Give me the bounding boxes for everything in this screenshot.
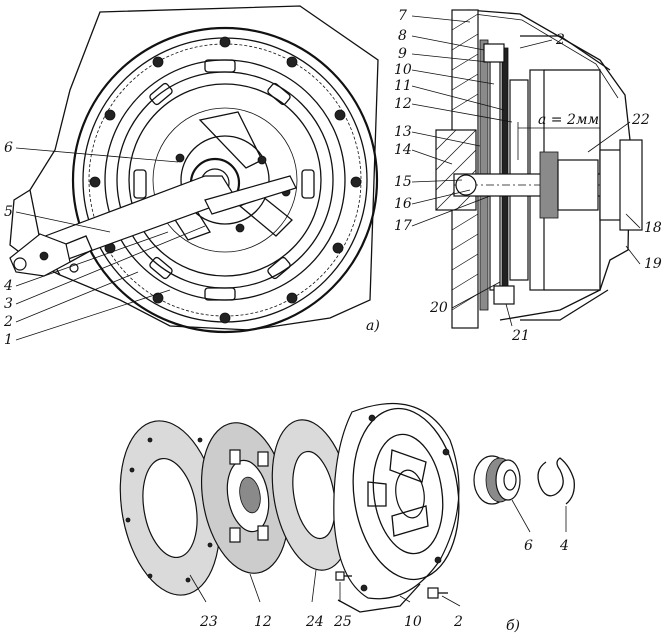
label-15: 15 <box>394 174 412 190</box>
release-bearing-6 <box>473 455 521 505</box>
label-23: 23 <box>199 614 218 630</box>
label-12: 12 <box>394 96 412 112</box>
friction-lining-23 <box>119 420 221 596</box>
label-17: 17 <box>394 218 412 234</box>
release-levers <box>169 111 293 241</box>
view-a-leaders <box>15 147 206 341</box>
label-5: 5 <box>4 204 13 220</box>
label-24: 24 <box>305 614 324 630</box>
label-25: 25 <box>333 614 352 630</box>
label-8: 8 <box>398 28 407 44</box>
cover-windows <box>133 59 315 301</box>
disc-ring <box>152 107 298 253</box>
linkage-lever <box>9 233 93 277</box>
label-2-b: 2 <box>453 614 463 630</box>
caption-b: б) <box>506 618 520 634</box>
label-14: 14 <box>394 142 412 158</box>
caption-a: а) <box>366 318 380 334</box>
label-16: 16 <box>394 196 412 212</box>
label-3: 3 <box>4 296 13 312</box>
release-fork <box>38 175 233 263</box>
view-b-exploded: 23 12 24 25 10 2 6 4 б) <box>119 402 575 634</box>
pressure-plate-cover-10 <box>333 402 460 613</box>
label-7: 7 <box>398 8 407 24</box>
friction-lining-24 <box>271 419 353 571</box>
driven-disc-12 <box>200 422 290 574</box>
view-a-front-view: 1 2 3 4 5 6 а) <box>3 5 380 348</box>
label-6-b: 6 <box>524 538 533 554</box>
label-4-b: 4 <box>559 538 569 554</box>
label-18: 18 <box>644 220 662 236</box>
label-1: 1 <box>4 332 13 348</box>
label-22: 22 <box>631 112 650 128</box>
bottom-bolt <box>493 285 515 305</box>
spring-pin-25 <box>335 571 352 581</box>
input-shaft <box>453 139 643 231</box>
label-2: 2 <box>3 314 13 330</box>
housing-outline <box>29 5 379 331</box>
spring-clip-4 <box>537 457 575 505</box>
hub-ring <box>180 135 270 225</box>
top-bolt <box>483 43 505 63</box>
label-2-section: 2 <box>555 32 565 48</box>
label-10-b: 10 <box>404 614 422 630</box>
label-6: 6 <box>4 140 13 156</box>
section-view: a = 2мм 7 8 9 10 11 12 13 14 <box>394 8 662 344</box>
flywheel-outer-ring <box>71 26 379 334</box>
label-12-b: 12 <box>254 614 272 630</box>
view-b-leaders <box>189 499 567 607</box>
section-leaders <box>411 15 641 327</box>
label-20: 20 <box>429 300 448 316</box>
label-21: 21 <box>511 328 530 344</box>
flywheel-section <box>435 9 479 329</box>
cover-inner-ring <box>128 83 322 277</box>
label-4: 4 <box>3 278 13 294</box>
bolt-2 <box>427 587 448 599</box>
gap-note: a = 2мм <box>538 112 599 128</box>
label-10: 10 <box>394 62 412 78</box>
label-13: 13 <box>394 124 412 140</box>
rim-bolts <box>89 36 362 324</box>
label-11: 11 <box>394 78 412 94</box>
release-fork-arm <box>204 175 297 215</box>
label-9: 9 <box>398 46 407 62</box>
label-19: 19 <box>644 256 662 272</box>
